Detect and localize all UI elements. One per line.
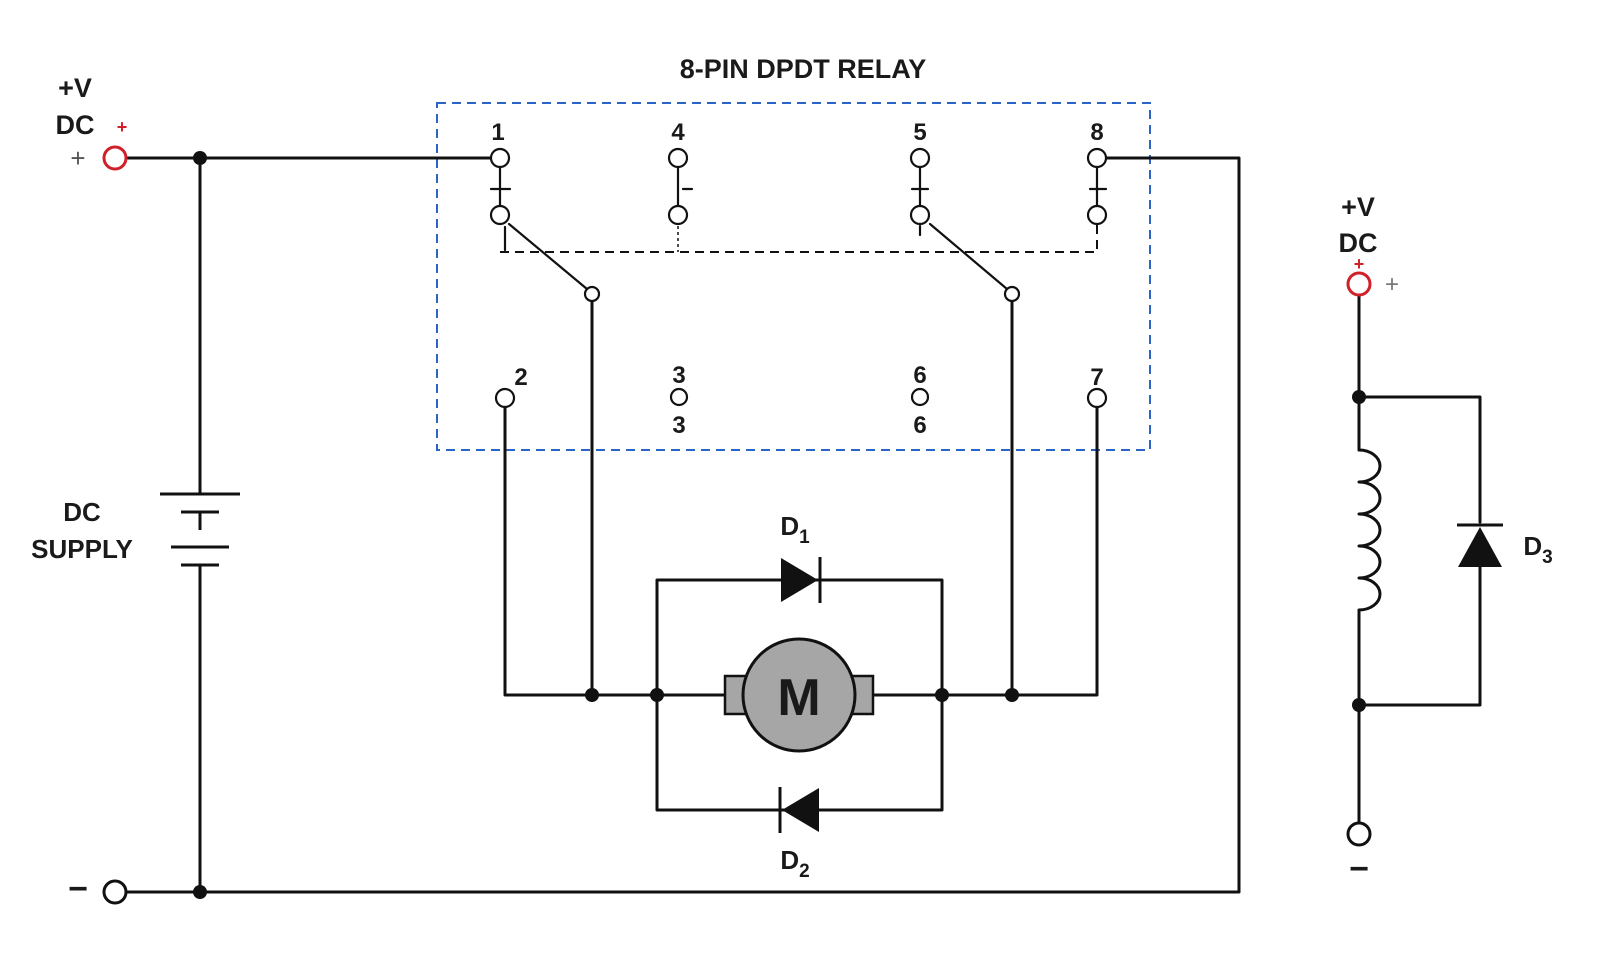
left-voltage-label-line2: DC xyxy=(56,110,95,140)
junction-motor-1 xyxy=(585,688,599,702)
relay-title: 8-PIN DPDT RELAY xyxy=(680,54,927,84)
switch-common-right xyxy=(1003,285,1021,303)
pin-label-7: 7 xyxy=(1090,364,1103,391)
junction-bottom-left xyxy=(193,885,207,899)
coil-negative-label: − xyxy=(1349,850,1369,888)
relay-pin-terminals xyxy=(489,147,1108,409)
pin-4-contact xyxy=(667,204,689,226)
coil-positive-terminal xyxy=(1346,271,1372,297)
dc-supply-label-line2: SUPPLY xyxy=(31,534,133,564)
motor-label: M xyxy=(777,669,820,727)
pin-label-3-upper: 3 xyxy=(672,362,685,389)
coil-plus-marker-gray: + xyxy=(1385,271,1399,298)
pin-label-6-lower: 6 xyxy=(913,412,926,439)
relay-coil xyxy=(1357,448,1382,634)
battery-symbol xyxy=(160,492,240,567)
coil-voltage-label-line2: DC xyxy=(1339,228,1378,258)
left-positive-terminal xyxy=(102,145,128,171)
junction-top-left xyxy=(193,151,207,165)
pin-2 xyxy=(494,387,516,409)
pin-5-top xyxy=(909,147,931,169)
relay-boundary xyxy=(436,102,1151,451)
pin-label-3-lower: 3 xyxy=(672,412,685,439)
junction-motor-2 xyxy=(650,688,664,702)
diode-d1 xyxy=(781,557,822,603)
pin-6 xyxy=(910,387,930,407)
contact-stems xyxy=(489,165,1108,252)
pin-label-4: 4 xyxy=(671,119,685,146)
diode-d1-label: D1 xyxy=(780,511,810,548)
pin-8-top xyxy=(1086,147,1108,169)
switch-blade-right xyxy=(928,222,1009,291)
junction-motor-4 xyxy=(1005,688,1019,702)
coil-wiring xyxy=(1357,293,1482,824)
pin-label-6-upper: 6 xyxy=(913,362,926,389)
pin-4-top xyxy=(667,147,689,169)
pin-3 xyxy=(669,387,689,407)
left-negative-label: − xyxy=(68,870,88,908)
diode-d2-label: D2 xyxy=(780,845,809,882)
coil-junction-top xyxy=(1352,390,1366,404)
junction-motor-3 xyxy=(935,688,949,702)
mechanical-link xyxy=(500,225,1098,253)
pin-7 xyxy=(1086,387,1108,409)
pin-label-5: 5 xyxy=(913,119,926,146)
diode-d3-label: D3 xyxy=(1523,531,1552,568)
left-plus-marker-red: + xyxy=(117,117,128,137)
switch-common-left xyxy=(583,285,601,303)
coil-junction-bottom xyxy=(1352,698,1366,712)
coil-negative-terminal xyxy=(1346,821,1372,847)
diode-d2 xyxy=(778,787,819,833)
coil-voltage-label-line1: +V xyxy=(1341,192,1375,222)
motor xyxy=(723,637,875,753)
pin-label-8: 8 xyxy=(1090,119,1103,146)
switch-blade-left xyxy=(507,222,589,291)
left-negative-terminal xyxy=(102,879,128,905)
pin-8-contact xyxy=(1086,204,1108,226)
pin-5-contact xyxy=(909,204,931,226)
pin-label-1: 1 xyxy=(491,119,504,146)
pin-label-2: 2 xyxy=(514,364,527,391)
dc-supply-label-line1: DC xyxy=(63,497,101,527)
pin-1-contact xyxy=(489,204,511,226)
left-voltage-label-line1: +V xyxy=(58,73,92,103)
wiring xyxy=(126,156,1241,894)
pin-1-top xyxy=(489,147,511,169)
coil-plus-marker-red: + xyxy=(1354,254,1365,274)
diode-d3 xyxy=(1457,523,1503,567)
left-plus-marker-gray: + xyxy=(70,143,85,173)
